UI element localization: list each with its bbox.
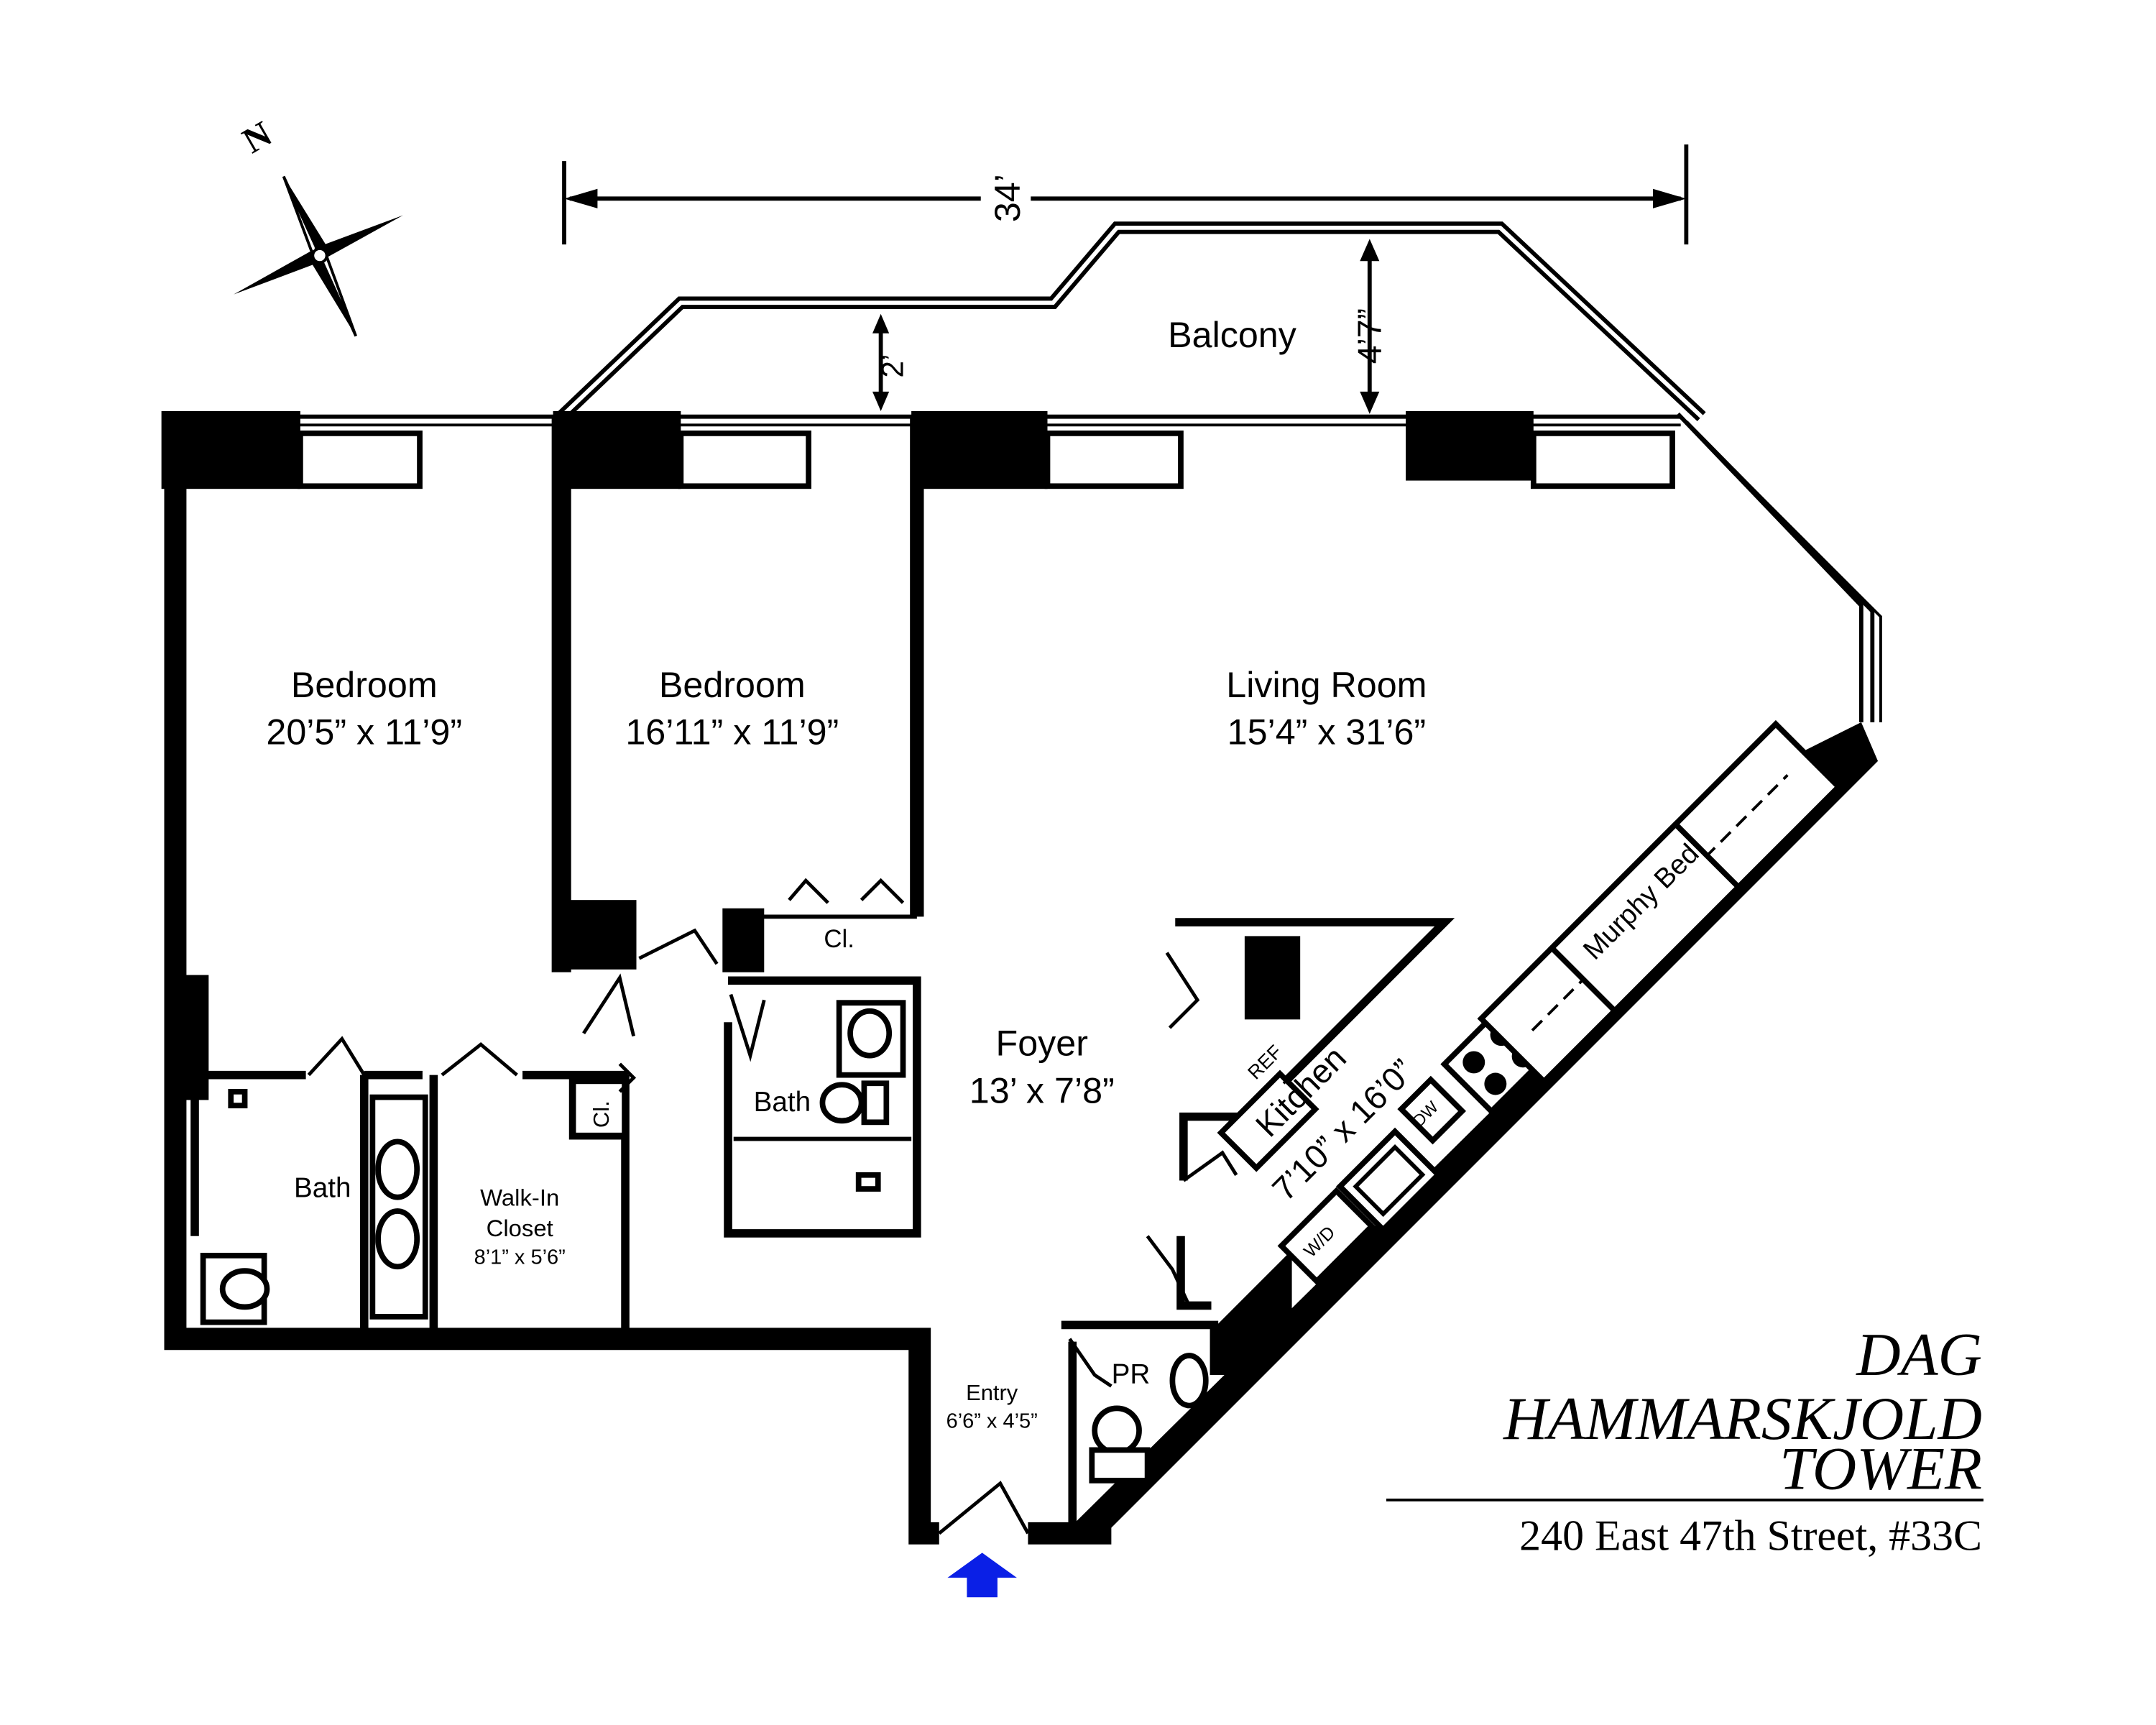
building-name-line1: DAG bbox=[1856, 1321, 1982, 1389]
bedroom2-label: Bedroom bbox=[659, 665, 806, 705]
sink-kitchen-icon bbox=[1336, 1127, 1442, 1234]
refrigerator-icon bbox=[1217, 1070, 1319, 1172]
balcony-depth-left-dimension bbox=[872, 313, 890, 411]
closet-a-label: Cl. bbox=[824, 926, 854, 953]
compass-north-label: N bbox=[236, 113, 278, 161]
structural-columns bbox=[161, 410, 1534, 1100]
bath2-label: Bath bbox=[754, 1087, 811, 1118]
foyer-size: 13’ x 7’8” bbox=[969, 1070, 1115, 1110]
bedroom1-label: Bedroom bbox=[291, 665, 438, 705]
sink-icon bbox=[375, 1138, 420, 1200]
building-name-line3: TOWER bbox=[1779, 1435, 1982, 1502]
living-room-label: Living Room bbox=[1226, 665, 1427, 705]
foyer-label: Foyer bbox=[996, 1024, 1088, 1064]
balcony-label: Balcony bbox=[1168, 315, 1297, 355]
walk-in-closet-label-2: Closet bbox=[487, 1215, 553, 1241]
walk-in-closet-size: 8’1” x 5’6” bbox=[474, 1246, 566, 1269]
sink-icon-2 bbox=[375, 1208, 420, 1270]
bath1-label: Bath bbox=[294, 1173, 351, 1204]
toilet-icon-2 bbox=[819, 1082, 865, 1124]
entry-arrow-icon bbox=[947, 1552, 1017, 1598]
exterior-window-wall bbox=[167, 412, 1882, 722]
balcony-depth-right-dimension bbox=[1360, 239, 1380, 414]
bath-fixtures bbox=[200, 1000, 1209, 1484]
washer-dryer-icon bbox=[1277, 1187, 1376, 1286]
width-dimension-label: 34’ bbox=[987, 174, 1028, 222]
entry-size: 6’6” x 4’5” bbox=[946, 1409, 1038, 1432]
balcony-railing bbox=[557, 221, 1706, 422]
building-name-line2: HAMMARSKJOLD bbox=[1503, 1385, 1982, 1453]
entry-label: Entry bbox=[966, 1380, 1018, 1405]
living-room-size: 15’4” x 31’6” bbox=[1227, 712, 1426, 753]
dishwasher-icon bbox=[1397, 1075, 1467, 1145]
bedroom2-size: 16’11” x 11’9” bbox=[625, 712, 839, 753]
door-swings bbox=[307, 878, 1238, 1535]
toilet-icon-3 bbox=[1169, 1353, 1209, 1409]
toilet-icon bbox=[219, 1268, 270, 1310]
powder-room-label: PR bbox=[1112, 1359, 1151, 1390]
closet-b-label: Cl. bbox=[589, 1100, 614, 1128]
width-dimension-line bbox=[562, 144, 1689, 245]
walk-in-closet-label-1: Walk-In bbox=[480, 1184, 559, 1210]
balcony-depth-right-label: 4’7” bbox=[1350, 308, 1388, 364]
murphy-bed bbox=[1477, 719, 1843, 1086]
compass-icon bbox=[234, 175, 403, 337]
balcony-depth-left-label: 2’ bbox=[877, 354, 911, 378]
bedroom1-size: 20’5” x 11’9” bbox=[266, 712, 462, 753]
building-address: 240 East 47th Street, #33C bbox=[1519, 1512, 1982, 1560]
